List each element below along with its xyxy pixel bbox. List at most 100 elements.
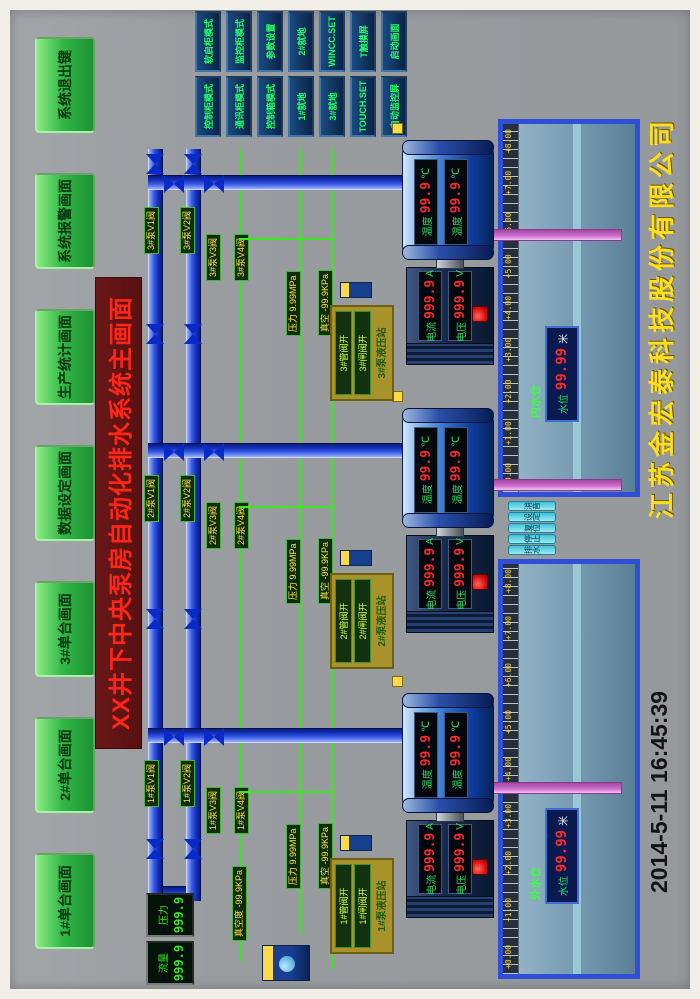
voltage-label: 电压 <box>456 589 468 610</box>
priming-pump-icon[interactable] <box>262 945 310 981</box>
motor-voltage-readout: 电压 999.9 V <box>448 270 472 342</box>
voltage-label: 电压 <box>456 321 468 342</box>
hydraulic-panel: 3#管阀开 3#闸阀开 3#泵液压站 <box>330 305 394 401</box>
pipe-valve-open-indicator: 1#管阀开 <box>335 864 352 948</box>
pressure-sensor-label: 压力 9.99MPa <box>286 539 301 604</box>
valve-label-v2: 1#泵V2阀 <box>180 759 195 807</box>
valve-label-v1: 2#泵V1阀 <box>144 474 159 522</box>
current-unit: A <box>424 270 436 277</box>
datetime-display: 2014-5-11 16:45:39 <box>646 690 672 893</box>
flow-meter: 流量 999.9 <box>146 941 194 985</box>
vent-valve-icon[interactable] <box>392 676 403 687</box>
pump-temp-readout-1: 温度 99.9 ℃ <box>414 159 438 245</box>
pump-unit-3: 3#泵V1阀 3#泵V2阀 3#泵V3阀 3#泵V4阀 压力 9.99MPa 真… <box>140 86 660 401</box>
voltage-unit: V <box>454 270 466 277</box>
emergency-stop-button[interactable] <box>472 574 488 590</box>
hydraulic-station-icon <box>340 282 372 298</box>
gate-valve-open-indicator: 3#闸阀开 <box>354 311 371 395</box>
temp-unit: ℃ <box>420 720 432 732</box>
valve-label-v2: 3#泵V2阀 <box>180 206 195 254</box>
valve-label-v3: 3#泵V3阀 <box>206 233 221 281</box>
mode-button-monitor[interactable]: 监控柜模式 <box>226 11 252 72</box>
temp-value: 99.9 <box>448 181 464 214</box>
voltage-value: 999.9 <box>452 279 468 319</box>
gate-valve-open-indicator: 1#闸阀开 <box>354 864 371 948</box>
valve-label-v3: 1#泵V3阀 <box>206 786 221 834</box>
pump-temp-readout-1: 温度 99.9 ℃ <box>414 427 438 513</box>
voltage-value: 999.9 <box>452 547 468 587</box>
hydraulic-panel: 2#管阀开 2#闸阀开 2#泵液压站 <box>330 573 394 669</box>
current-value: 999.9 <box>422 832 438 872</box>
flow-value: 999.9 <box>171 944 186 982</box>
mode-button-param-set[interactable]: 参数设置 <box>257 11 283 72</box>
temp-unit: ℃ <box>450 167 462 179</box>
valve-label-v4: 2#泵V4阀 <box>234 501 249 549</box>
voltage-value: 999.9 <box>452 832 468 872</box>
riser-valve-icon[interactable] <box>204 443 224 461</box>
motor-current-readout: 电流 999.9 A <box>418 823 442 895</box>
hydraulic-station-title: 2#泵液压站 <box>377 595 388 647</box>
temp-unit: ℃ <box>450 720 462 732</box>
motor-voltage-readout: 电压 999.9 V <box>448 823 472 895</box>
hydraulic-station-title: 3#泵液压站 <box>377 327 388 379</box>
nav-button-pump1-screen[interactable]: 1#单台画面 <box>35 853 95 949</box>
pump-unit-1: 1#泵V1阀 1#泵V2阀 1#泵V3阀 1#泵V4阀 压力 9.99MPa 真… <box>140 639 660 954</box>
mode-button-local2[interactable]: 2#就地 <box>288 11 314 72</box>
valve-label-v3: 2#泵V3阀 <box>206 501 221 549</box>
valve-label-v4: 1#泵V4阀 <box>234 786 249 834</box>
voltage-label: 电压 <box>456 874 468 895</box>
vent-valve-icon[interactable] <box>392 123 403 134</box>
nav-button-system-exit[interactable]: 系统退出键 <box>35 37 95 133</box>
ruler-tick-label: +0.00 <box>504 944 513 969</box>
motor-voltage-readout: 电压 999.9 V <box>448 538 472 610</box>
hydraulic-panel: 1#管阀开 1#闸阀开 1#泵液压站 <box>330 858 394 954</box>
temp-label: 温度 <box>452 216 464 237</box>
pump-unit-2: 2#泵V1阀 2#泵V2阀 2#泵V3阀 2#泵V4阀 压力 9.99MPa 真… <box>140 354 660 669</box>
temp-value: 99.9 <box>418 734 434 767</box>
mode-button-start-screen[interactable]: 启动画面 <box>381 11 407 72</box>
pressure-sensor-label: 压力 9.99MPa <box>286 271 301 336</box>
riser-valve-icon[interactable] <box>164 175 184 193</box>
current-value: 999.9 <box>422 547 438 587</box>
pump-temp-readout-1: 温度 99.9 ℃ <box>414 712 438 798</box>
mode-button-wincc-set[interactable]: WINCC.SET <box>319 11 345 72</box>
emergency-stop-button[interactable] <box>472 859 488 875</box>
pressure-sensor-label: 压力 9.99MPa <box>286 824 301 889</box>
temp-label: 温度 <box>422 769 434 790</box>
valve-label-v2: 2#泵V2阀 <box>180 474 195 522</box>
nav-button-statistics[interactable]: 生产统计画面 <box>35 309 95 405</box>
nav-button-alarm-screen[interactable]: 系统报警画面 <box>35 173 95 269</box>
hydraulic-station-icon <box>340 835 372 851</box>
mode-button-softstart[interactable]: 软启柜模式 <box>195 11 221 72</box>
hydraulic-station-icon <box>340 550 372 566</box>
current-value: 999.9 <box>422 279 438 319</box>
riser-valve-icon[interactable] <box>204 175 224 193</box>
discharge-riser-pipe <box>148 728 404 743</box>
voltage-unit: V <box>454 538 466 545</box>
motor-current-readout: 电流 999.9 A <box>418 538 442 610</box>
voltage-unit: V <box>454 823 466 830</box>
company-name: 江苏金宏泰科技股份有限公司 <box>647 115 677 519</box>
riser-valve-icon[interactable] <box>204 728 224 746</box>
discharge-riser-pipe <box>148 443 404 458</box>
current-label: 电流 <box>426 321 438 342</box>
temp-label: 温度 <box>452 484 464 505</box>
temp-value: 99.9 <box>448 449 464 482</box>
pump-temp-readout-2: 温度 99.9 ℃ <box>444 712 468 798</box>
riser-valve-icon[interactable] <box>164 443 184 461</box>
riser-valve-icon[interactable] <box>164 728 184 746</box>
current-label: 电流 <box>426 874 438 895</box>
nav-button-data-setting[interactable]: 数据设定画面 <box>35 445 95 541</box>
mode-button-touchscreen[interactable]: T触摸屏 <box>350 11 376 72</box>
motor-current-readout: 电流 999.9 A <box>418 270 442 342</box>
nav-button-pump2-screen[interactable]: 2#单台画面 <box>35 717 95 813</box>
temp-value: 99.9 <box>418 181 434 214</box>
emergency-stop-button[interactable] <box>472 306 488 322</box>
discharge-riser-pipe <box>148 175 404 190</box>
nav-button-pump3-screen[interactable]: 3#单台画面 <box>35 581 95 677</box>
sensor-drop-line <box>239 238 331 240</box>
pipe-valve-open-indicator: 2#管阀开 <box>335 579 352 663</box>
temp-unit: ℃ <box>420 167 432 179</box>
sensor-drop-line <box>239 506 331 508</box>
